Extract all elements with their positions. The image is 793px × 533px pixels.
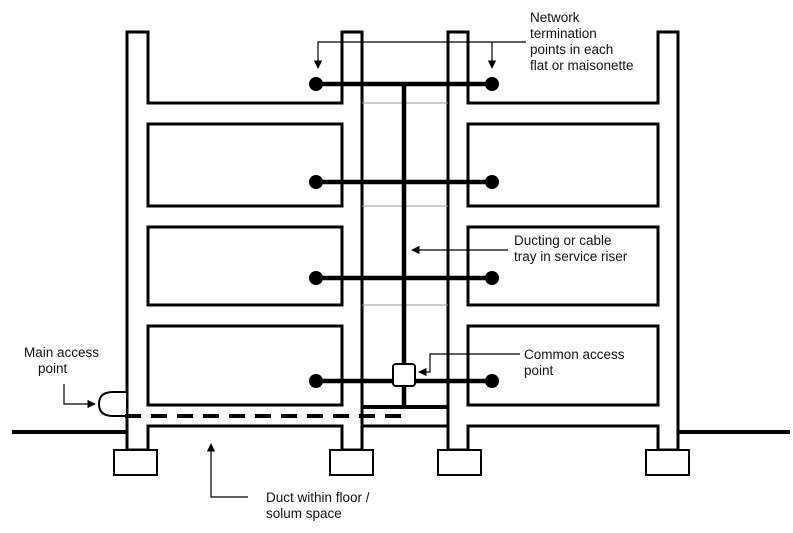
duct-floor-label: Duct within floor / solum space bbox=[266, 490, 373, 521]
termination-point bbox=[309, 374, 323, 388]
flat-left-3 bbox=[146, 122, 344, 208]
termination-point bbox=[485, 175, 499, 189]
flat-right-1 bbox=[466, 324, 660, 407]
main-access-arrow bbox=[63, 384, 96, 409]
main-access-label: Main access point bbox=[24, 345, 103, 376]
termination-point bbox=[309, 271, 323, 285]
termination-arrow-left bbox=[313, 41, 526, 69]
leader-lines bbox=[63, 41, 526, 498]
main-access-point-box bbox=[97, 391, 128, 417]
termination-points bbox=[309, 77, 499, 388]
common-access-point-box bbox=[392, 363, 416, 387]
footing bbox=[329, 449, 374, 476]
flat-left-2 bbox=[146, 225, 344, 307]
left-flats bbox=[146, 122, 344, 407]
termination-point bbox=[485, 271, 499, 285]
footings bbox=[113, 449, 690, 476]
flat-right-3 bbox=[466, 122, 660, 208]
ducting-riser-label: Ducting or cable tray in service riser bbox=[514, 233, 628, 264]
duct-arrow bbox=[206, 443, 248, 498]
common-access-label: Common access point bbox=[524, 347, 628, 378]
flat-left-1 bbox=[146, 324, 344, 407]
footing bbox=[437, 449, 482, 476]
right-block-wall bbox=[446, 30, 680, 450]
common-access-arrow bbox=[418, 353, 520, 377]
footing bbox=[113, 449, 158, 476]
termination-point bbox=[309, 175, 323, 189]
network-termination-label: Network termination points in each flat … bbox=[530, 10, 634, 73]
left-block-wall bbox=[125, 30, 364, 450]
flat-right-2 bbox=[466, 225, 660, 307]
right-flats bbox=[466, 122, 660, 407]
termination-point bbox=[485, 374, 499, 388]
termination-point bbox=[309, 77, 323, 91]
ground-slab-right bbox=[446, 424, 680, 452]
ground-slab-left bbox=[125, 424, 448, 452]
floor-duct bbox=[125, 406, 405, 418]
termination-point bbox=[485, 77, 499, 91]
footing bbox=[645, 449, 690, 476]
